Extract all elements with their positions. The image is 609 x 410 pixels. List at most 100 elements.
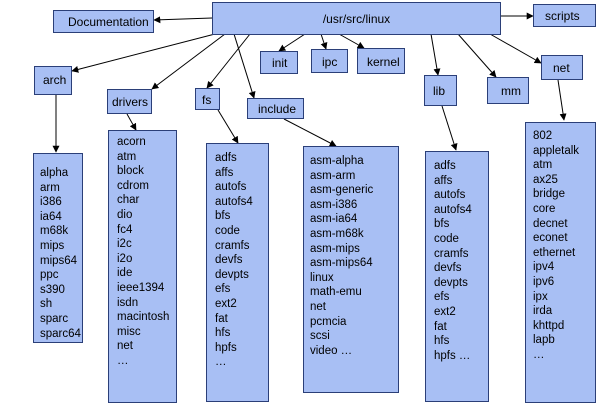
drivers-subdir-item: isdn xyxy=(117,296,139,309)
drivers-subdir-item: char xyxy=(117,194,140,207)
node-lib-label: lib xyxy=(433,84,446,98)
net-subdir-item: irda xyxy=(533,305,553,318)
node-net: net xyxy=(541,55,583,80)
net-subdir-item: appletalk xyxy=(533,144,580,157)
fs-subdir-item: hpfs xyxy=(215,341,237,354)
include-subdir-item: asm-i386 xyxy=(310,198,358,211)
arch-subdir-item: ppc xyxy=(40,269,59,282)
net-subdir-item: ethernet xyxy=(533,246,576,259)
net-subdir-item: econet xyxy=(533,232,568,245)
fs-subdir-item: fat xyxy=(215,312,228,325)
lib-subdir-item: hpfs … xyxy=(434,349,471,362)
fs-subdir-item: adfs xyxy=(215,152,237,164)
fs-subdir-item: … xyxy=(215,356,227,369)
include-subdir-item: pcmcia xyxy=(310,315,347,328)
node-drivers-label: drivers xyxy=(112,95,149,109)
node-kernel: kernel xyxy=(357,48,405,74)
arch-subdir-item: ia64 xyxy=(40,210,62,223)
drivers-subdir-item: ide xyxy=(117,267,133,280)
include-subdir-item: linux xyxy=(310,271,334,284)
include-subdir-item: asm-mips64 xyxy=(310,257,373,270)
arrow-root-to-arch xyxy=(71,33,216,73)
lib-subdir-item: bfs xyxy=(434,218,450,231)
net-subdir-item: bridge xyxy=(533,188,565,201)
arrow-root-to-init xyxy=(278,33,306,52)
net-subdir-item: lapb xyxy=(533,334,555,347)
lib-subdir-item: ext2 xyxy=(434,305,456,318)
drivers-subdir-item: … xyxy=(117,354,129,367)
include-subdir-item: asm-m68k xyxy=(310,227,364,240)
arrow-net-to-list xyxy=(557,79,567,121)
node-arch: arch xyxy=(34,66,72,95)
arrow-root-to-lib xyxy=(430,33,441,76)
node-mm: mm xyxy=(487,77,529,104)
fs-subdir-item: ext2 xyxy=(215,297,237,310)
node-scripts: scripts xyxy=(533,4,596,27)
arch-subdir-item: arm xyxy=(40,181,60,194)
node-kernel-label: kernel xyxy=(367,55,400,69)
arrow-root-to-kernel xyxy=(338,33,365,49)
include-subdir-item: net xyxy=(310,300,326,313)
lib-subdir-item: autofs xyxy=(434,189,466,202)
arrow-lib-to-list xyxy=(441,105,458,151)
fs-subdir-item: autofs xyxy=(215,181,247,194)
arrow-root-to-mm xyxy=(457,33,497,78)
node-fs-label: fs xyxy=(202,93,212,107)
arch-subdir-item: sparc xyxy=(40,312,69,325)
fs-subdir-item: cramfs xyxy=(215,239,250,252)
arrow-drivers-to-list xyxy=(126,113,137,131)
lib-subdir-item: affs xyxy=(434,174,453,187)
lib-subdir-item: autofs4 xyxy=(434,203,472,216)
drivers-subdir-item: macintosh xyxy=(117,311,170,324)
arrow-root-to-fs xyxy=(206,33,251,89)
drivers-subdir-item: block xyxy=(117,165,144,178)
include-subdir-item: asm-generic xyxy=(310,184,374,197)
drivers-subdir-item: fc4 xyxy=(117,223,133,236)
net-subdir-item: ipv4 xyxy=(533,261,555,274)
arch-subdir-item: sparc64 xyxy=(40,327,81,340)
node-mm-label: mm xyxy=(501,84,521,98)
node-ipc-label: ipc xyxy=(322,55,338,69)
fs-subdir-item: affs xyxy=(215,166,234,179)
include-subdir-item: asm-alpha xyxy=(310,155,364,167)
drivers-subdir-item: i2c xyxy=(117,238,132,251)
arrow-include-to-list xyxy=(283,118,337,147)
fs-subdir-item: autofs4 xyxy=(215,195,253,208)
fs-subdir-item: bfs xyxy=(215,210,231,223)
node-ipc: ipc xyxy=(311,49,348,73)
lib-subdir-item: devpts xyxy=(434,276,468,289)
net-subdir-item: 802 xyxy=(533,130,553,142)
drivers-subdir-item: atm xyxy=(117,150,137,163)
node-lib: lib xyxy=(424,75,457,106)
arch-subdir-item: mips64 xyxy=(40,254,78,267)
fs-subdir-item: devpts xyxy=(215,268,249,281)
arrow-root-to-include xyxy=(233,33,256,99)
node-documentation-label: Documentation xyxy=(68,15,149,29)
fs-subdir-item: devfs xyxy=(215,254,243,267)
drivers-subdir-item: dio xyxy=(117,208,133,221)
drivers-subdir-item: cdrom xyxy=(117,179,149,192)
arch-subdir-item: sh xyxy=(40,298,53,311)
arrow-root-to-documentation xyxy=(153,16,213,24)
lib-subdir-item: fat xyxy=(434,320,447,333)
include-subdir-item: asm-mips xyxy=(310,242,360,255)
arrow-root-to-ipc xyxy=(320,33,328,50)
net-subdir-item: atm xyxy=(533,159,553,172)
net-subdir-item: ipv6 xyxy=(533,275,555,288)
net-subdir-item: decnet xyxy=(533,217,568,230)
root-label: /usr/src/linux xyxy=(322,12,391,26)
include-subdir-item: asm-ia64 xyxy=(310,213,358,226)
include-subdir-item: video … xyxy=(310,344,353,357)
